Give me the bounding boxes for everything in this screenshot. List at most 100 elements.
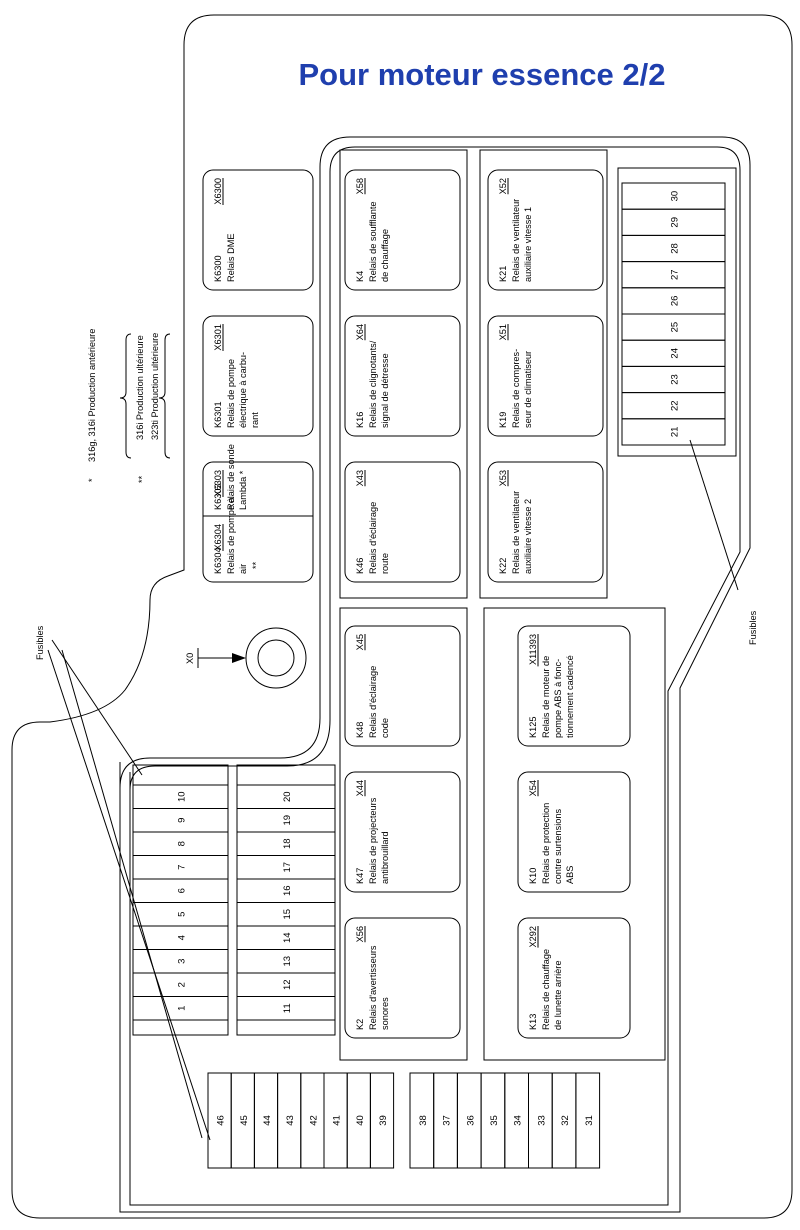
relay-text: sonores (380, 997, 390, 1030)
svg-text:44: 44 (262, 1115, 273, 1126)
svg-text:19: 19 (282, 815, 293, 826)
leader-3 (61, 649, 203, 1139)
relay-connector: X292 (528, 926, 538, 947)
svg-text:21: 21 (670, 427, 681, 438)
fuse-22: 22 (621, 392, 726, 420)
relay-text: Relais de ventilateur (511, 199, 521, 282)
svg-text:23: 23 (670, 374, 681, 385)
fuse-41: 41 (323, 1072, 348, 1169)
relay-text: Relais de soufflante (368, 201, 378, 282)
relay-id: K10 (528, 868, 538, 884)
fuse-34: 34 (504, 1072, 529, 1169)
relay-text: Relais d'éclairage (368, 502, 378, 574)
fuse-14: 14 (236, 925, 336, 950)
relay-id: K6303 (213, 483, 223, 510)
relay-id: K6300 (213, 255, 223, 282)
svg-text:1: 1 (177, 1006, 188, 1011)
relay-text: électrique à carbu- (238, 352, 248, 428)
page-title: Pour moteur essence 2/2 (299, 57, 666, 92)
svg-text:3: 3 (177, 959, 188, 964)
relay-id: K4 (355, 271, 365, 282)
svg-text:38: 38 (418, 1115, 429, 1126)
svg-text:25: 25 (670, 322, 681, 333)
footnote-dstar: ** (137, 475, 147, 483)
relay-id: K22 (498, 558, 508, 574)
svg-text:30: 30 (670, 191, 681, 202)
svg-text:22: 22 (670, 400, 681, 411)
leader-1 (47, 649, 211, 1141)
relay-frame-b (479, 149, 608, 599)
relay-text: Relais de pompe (226, 359, 236, 428)
svg-text:33: 33 (536, 1115, 547, 1126)
fuse-15: 15 (236, 902, 336, 927)
svg-text:8: 8 (177, 841, 188, 846)
ground-stud: X0 (185, 627, 307, 689)
svg-text:14: 14 (282, 932, 293, 943)
fuse-5: 5 (132, 902, 229, 927)
svg-text:4: 4 (177, 935, 188, 940)
svg-text:12: 12 (282, 979, 293, 990)
relay-frame-c (339, 607, 468, 1061)
relay-id: K46 (355, 558, 365, 574)
svg-text:34: 34 (513, 1115, 524, 1126)
fuse-label-right: Fusibles (748, 610, 758, 645)
relay-id: K19 (498, 412, 508, 428)
fuse-20: 20 (236, 784, 336, 809)
fuse-35: 35 (480, 1072, 506, 1169)
relay-connector: X52 (498, 178, 508, 194)
relay-frame-a (339, 149, 468, 599)
relay-text: Relais de chauffage (541, 949, 551, 1030)
relay-text: Relais de compres- (511, 349, 521, 428)
relay-connector: X53 (498, 470, 508, 486)
fuse-32: 32 (551, 1072, 577, 1169)
svg-text:16: 16 (282, 885, 293, 896)
fuse-17: 17 (236, 855, 336, 880)
relay-text: ABS (565, 866, 575, 884)
relay-text: Relais d'éclairage (368, 666, 378, 738)
relay-id: K21 (498, 266, 508, 282)
fuse-6: 6 (132, 878, 229, 903)
fuse-19: 19 (236, 808, 336, 833)
relay-text: de chauffage (380, 229, 390, 282)
svg-text:40: 40 (355, 1115, 366, 1126)
fuse-23: 23 (621, 365, 726, 394)
fuse-frame-top (617, 167, 737, 457)
svg-text:10: 10 (177, 791, 188, 802)
svg-text:11: 11 (282, 1003, 293, 1013)
svg-text:18: 18 (282, 838, 293, 849)
fuse-frame-right (236, 764, 336, 1036)
leader-2 (51, 639, 143, 776)
footnote-block: * 316g, 316i Production antérieure ** 31… (87, 329, 171, 483)
fuse-30: 30 (621, 182, 726, 210)
svg-text:41: 41 (332, 1115, 343, 1126)
svg-text:39: 39 (378, 1115, 389, 1126)
relay-id: K6304 (213, 547, 223, 574)
footnote-dstar-text1: 316i Production ultérieure (135, 335, 145, 440)
relay-text: Lambda * (238, 470, 248, 510)
footnote-star-text: 316g, 316i Production antérieure (87, 329, 97, 462)
relay-text: contre surtensions (553, 809, 563, 884)
relay-connector: X6300 (213, 178, 223, 205)
fuse-43: 43 (277, 1072, 302, 1169)
fuse-7: 7 (132, 855, 229, 880)
fuse-13: 13 (236, 949, 336, 974)
fuse-11: 11 (236, 996, 336, 1021)
relay-connector: X45 (355, 634, 365, 650)
relay-text: air (238, 564, 248, 574)
relay-text: auxiliaire vitesse 1 (523, 207, 533, 282)
relay-connector: X43 (355, 470, 365, 486)
relay-text: pompe ABS à fonc- (553, 659, 563, 738)
relay-text: de lunette arrière (553, 961, 563, 1030)
svg-text:42: 42 (308, 1115, 319, 1126)
fuse-45: 45 (230, 1072, 255, 1169)
svg-text:9: 9 (177, 818, 188, 823)
fuse-28: 28 (621, 234, 726, 263)
fuse-12: 12 (236, 972, 336, 997)
